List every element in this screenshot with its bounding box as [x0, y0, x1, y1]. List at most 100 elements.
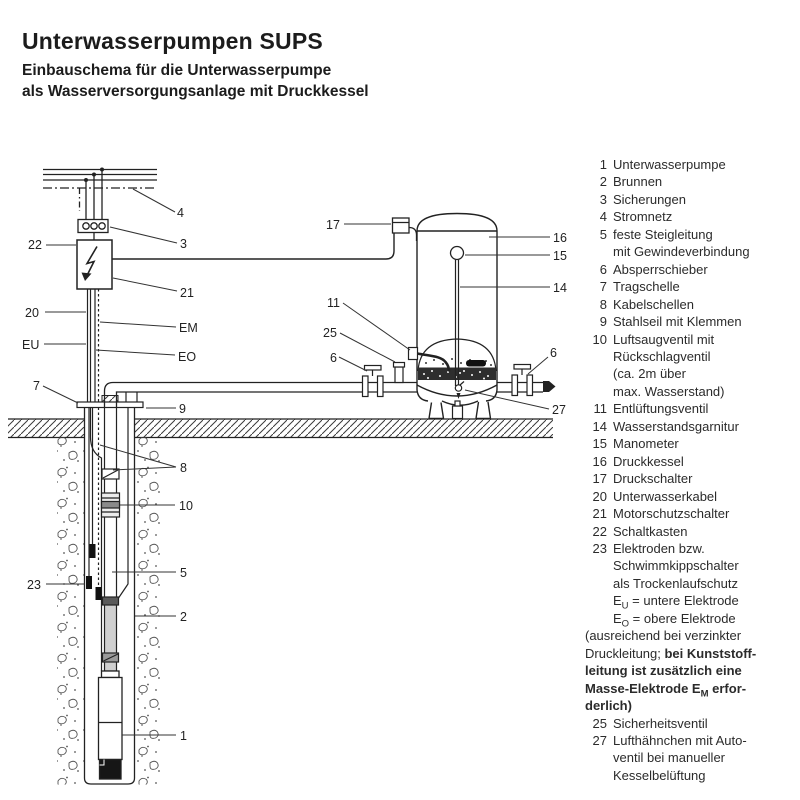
vent-fitting	[407, 346, 451, 372]
label-8: 8	[180, 461, 187, 475]
legend-row: leitung ist zusätzlich eine	[585, 662, 798, 679]
drain-cock	[454, 381, 465, 399]
legend-row-number	[585, 557, 607, 574]
legend-row-number: 21	[592, 506, 607, 522]
label-22: 22	[28, 238, 42, 252]
legend-row-text: leitung ist zusätzlich eine	[585, 663, 742, 679]
legend-row-text: mit Gewindeverbindung	[613, 244, 750, 260]
label-25: 25	[323, 326, 337, 340]
carrying-clamp	[101, 395, 119, 403]
label-7: 7	[33, 379, 40, 393]
diagram-labels: 22 4 3 21 20 EM EU EO 7 9 8 10 23 5 2 1 …	[22, 206, 567, 743]
legend-row: mit Gewindeverbindung	[585, 243, 798, 260]
legend-row-text: Absperrschieber	[613, 261, 708, 277]
legend-row-text: Sicherungen	[613, 191, 686, 207]
label-eu: EU	[22, 338, 39, 352]
legend-row-text: Stromnetz	[613, 209, 673, 225]
legend-row-number	[585, 575, 607, 592]
label-10: 10	[179, 499, 193, 513]
legend-row: Rückschlagventil	[585, 348, 798, 365]
ground-surface	[8, 418, 553, 439]
water-level	[418, 358, 496, 380]
legend-row-number	[585, 365, 607, 382]
gate-valve-right	[511, 363, 534, 397]
legend-row-number: 27	[592, 732, 607, 748]
legend-row: 4 Stromnetz	[585, 208, 798, 225]
label-6-right: 6	[550, 346, 557, 360]
legend-row: (ca. 2m über	[585, 365, 798, 382]
pipe-coupling	[101, 596, 120, 606]
gravel-left	[57, 437, 84, 785]
pump-coupling	[101, 652, 120, 663]
legend-row-text: (ca. 2m über	[613, 366, 686, 382]
legend-row: ventil bei manueller	[585, 749, 798, 766]
legend-row-text: Stahlseil mit Klemmen	[613, 314, 742, 330]
legend-row: EO = obere Elektrode	[585, 610, 798, 630]
label-23: 23	[27, 578, 41, 592]
legend-row: EU = untere Elektrode	[585, 592, 798, 612]
manometer-gauge	[449, 245, 465, 261]
label-9: 9	[179, 402, 186, 416]
leader-lines	[42, 188, 550, 736]
legend-row-number	[585, 383, 607, 400]
legend-row: 21 Motorschutzschalter	[585, 505, 798, 522]
legend-row-text: Sicherheitsventil	[613, 715, 708, 731]
legend-row-text: Kesselbelüftung	[613, 767, 706, 783]
label-eo: EO	[178, 350, 196, 364]
legend-row-text: derlich)	[585, 698, 632, 714]
label-11: 11	[327, 296, 340, 310]
safety-valve	[392, 361, 406, 384]
label-21: 21	[180, 286, 194, 300]
legend-row-number: 4	[599, 209, 607, 225]
legend-row: Masse-Elektrode EM erfor-	[585, 680, 798, 699]
legend-row-text: Tragschelle	[613, 279, 680, 295]
legend-row: als Trockenlaufschutz	[585, 575, 798, 592]
legend-row-number: 16	[592, 453, 607, 469]
pressure-pipe	[103, 381, 556, 408]
pressure-vessel	[407, 212, 498, 420]
pipe-end	[543, 381, 556, 392]
legend-row-text: Elektroden bzw.	[613, 540, 705, 556]
legend-row-text: (ausreichend bei verzinkter	[585, 628, 742, 644]
legend-row-number: 1	[599, 157, 607, 172]
legend-row: Druckleitung; bei Kunststoff-	[585, 645, 798, 662]
legend-row: (ausreichend bei verzinkter	[585, 627, 798, 644]
electrodes	[86, 544, 102, 600]
legend-row-number	[585, 610, 607, 627]
legend-row: derlich)	[585, 697, 798, 714]
legend-row-text: Druckleitung; bei Kunststoff-	[585, 645, 757, 661]
legend-row-text: Motorschutzschalter	[613, 506, 730, 522]
legend-row-text: EO = obere Elektrode	[613, 610, 736, 630]
fuse-box	[77, 218, 109, 240]
legend-row-text: Entlüftungsventil	[613, 401, 709, 417]
legend-row-number: 17	[592, 471, 607, 487]
legend-row-text: Rückschlagventil	[613, 348, 711, 364]
label-14: 14	[553, 281, 567, 295]
legend-row-number: 10	[592, 331, 607, 347]
air-suction-valve	[100, 492, 121, 518]
legend-row-text: max. Wasserstand)	[613, 383, 725, 399]
page-subtitle-line1: Einbauschema für die Unterwasserpumpe	[22, 62, 332, 79]
legend-row-text: EU = untere Elektrode	[613, 593, 739, 612]
legend-row-text: ventil bei manueller	[613, 750, 726, 766]
well-internals	[86, 407, 129, 672]
control-wire	[112, 233, 395, 260]
pump-motor	[98, 758, 122, 780]
page-title: Unterwasserpumpen SUPS	[22, 28, 323, 54]
float-body	[466, 360, 486, 367]
legend-row-text: feste Steigleitung	[613, 226, 713, 242]
legend-row-number	[585, 749, 607, 766]
label-20: 20	[25, 306, 39, 320]
